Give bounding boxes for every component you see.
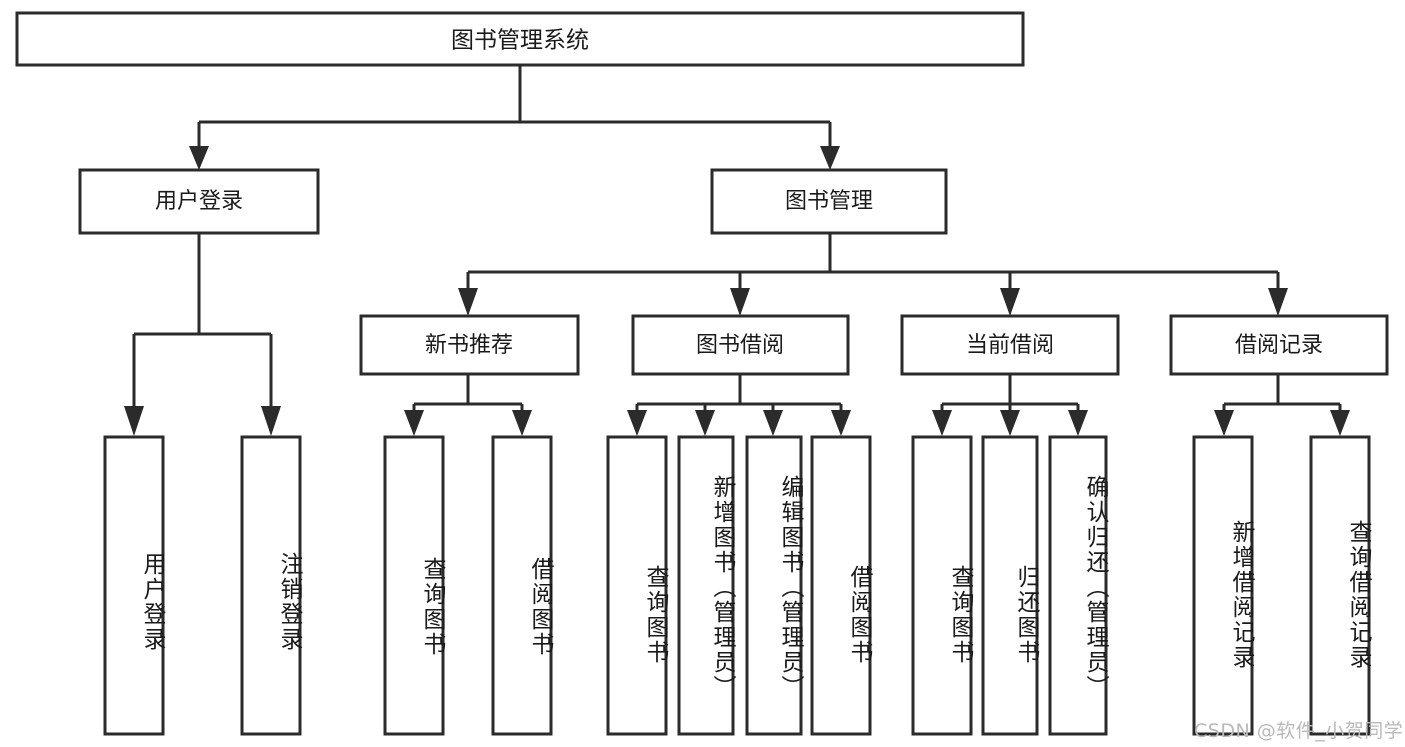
leaf-box-user-logout[interactable]: [240, 435, 302, 736]
leaf-box-query-book-1[interactable]: [383, 435, 445, 736]
arrow-to-book-borrow: [730, 288, 750, 316]
node-book-manage-label: 图书管理: [785, 189, 873, 214]
arrow-leaf-query-book-3: [932, 410, 952, 436]
arrow-leaf-add-book: [695, 410, 715, 436]
node-borrow-record-box[interactable]: [1169, 314, 1389, 376]
node-layer: 图书管理系统 用户登录 图书管理 新书推荐 图书借阅 当前: [15, 11, 1389, 736]
node-book-borrow-label: 图书借阅: [696, 333, 784, 358]
arrow-leaf-borrow-book-1: [512, 410, 532, 436]
node-book-manage-box[interactable]: [710, 168, 948, 235]
node-borrow-record-label: 借阅记录: [1235, 333, 1323, 358]
node-current-borrow-box[interactable]: [900, 314, 1120, 376]
node-borrow-record[interactable]: 借阅记录: [1169, 314, 1389, 376]
leaf-box-user-login[interactable]: [103, 435, 165, 736]
node-new-book-recommend-label: 新书推荐: [425, 333, 513, 358]
arrow-leaf-query-record: [1330, 410, 1350, 436]
leaf-box-borrow-book-1[interactable]: [491, 435, 553, 736]
arrow-leaf-confirm-return: [1068, 410, 1088, 436]
node-new-book-recommend-box[interactable]: [359, 314, 580, 376]
arrow-to-user-login: [189, 146, 209, 170]
arrow-leaf-add-record: [1214, 410, 1234, 436]
arrow-leaf-user-logout: [261, 406, 281, 436]
node-current-borrow[interactable]: 当前借阅: [900, 314, 1120, 376]
node-root[interactable]: 图书管理系统: [15, 11, 1025, 67]
node-book-borrow[interactable]: 图书借阅: [631, 314, 850, 376]
watermark-text: CSDN @软件_小贺同学: [1194, 720, 1404, 742]
arrow-to-borrow-record: [1268, 288, 1288, 316]
arrow-leaf-return-book: [1000, 410, 1020, 436]
leaf-box-add-record[interactable]: [1192, 435, 1254, 736]
leaf-box-borrow-book-2[interactable]: [810, 435, 872, 736]
node-current-borrow-label: 当前借阅: [966, 333, 1054, 358]
leaf-box-confirm-return[interactable]: [1048, 435, 1108, 736]
node-root-label: 图书管理系统: [451, 28, 589, 54]
node-root-box[interactable]: [15, 11, 1025, 67]
arrow-leaf-borrow-book-2: [831, 410, 851, 436]
node-book-manage[interactable]: 图书管理: [710, 168, 948, 235]
arrow-leaf-query-book-2: [627, 410, 647, 436]
arrow-to-current-borrow: [1000, 288, 1020, 316]
arrow-leaf-user-login: [124, 406, 144, 436]
leaf-box-query-book-3[interactable]: [911, 435, 973, 736]
node-user-login-box[interactable]: [78, 168, 320, 235]
leaf-box-edit-book[interactable]: [745, 435, 803, 736]
node-user-login-label: 用户登录: [155, 189, 243, 214]
connector-layer: [124, 65, 1350, 436]
arrow-to-new-book-recommend: [458, 288, 478, 316]
arrow-leaf-query-book-1: [404, 410, 424, 436]
arrow-to-book-manage: [820, 146, 840, 170]
leaf-box-add-book[interactable]: [677, 435, 735, 736]
node-book-borrow-box[interactable]: [631, 314, 850, 376]
node-user-login[interactable]: 用户登录: [78, 168, 320, 235]
leaf-box-query-record[interactable]: [1309, 435, 1371, 736]
arrow-leaf-edit-book: [763, 410, 783, 436]
leaf-box-return-book[interactable]: [981, 435, 1039, 736]
node-new-book-recommend[interactable]: 新书推荐: [359, 314, 580, 376]
leaf-box-query-book-2[interactable]: [606, 435, 668, 736]
